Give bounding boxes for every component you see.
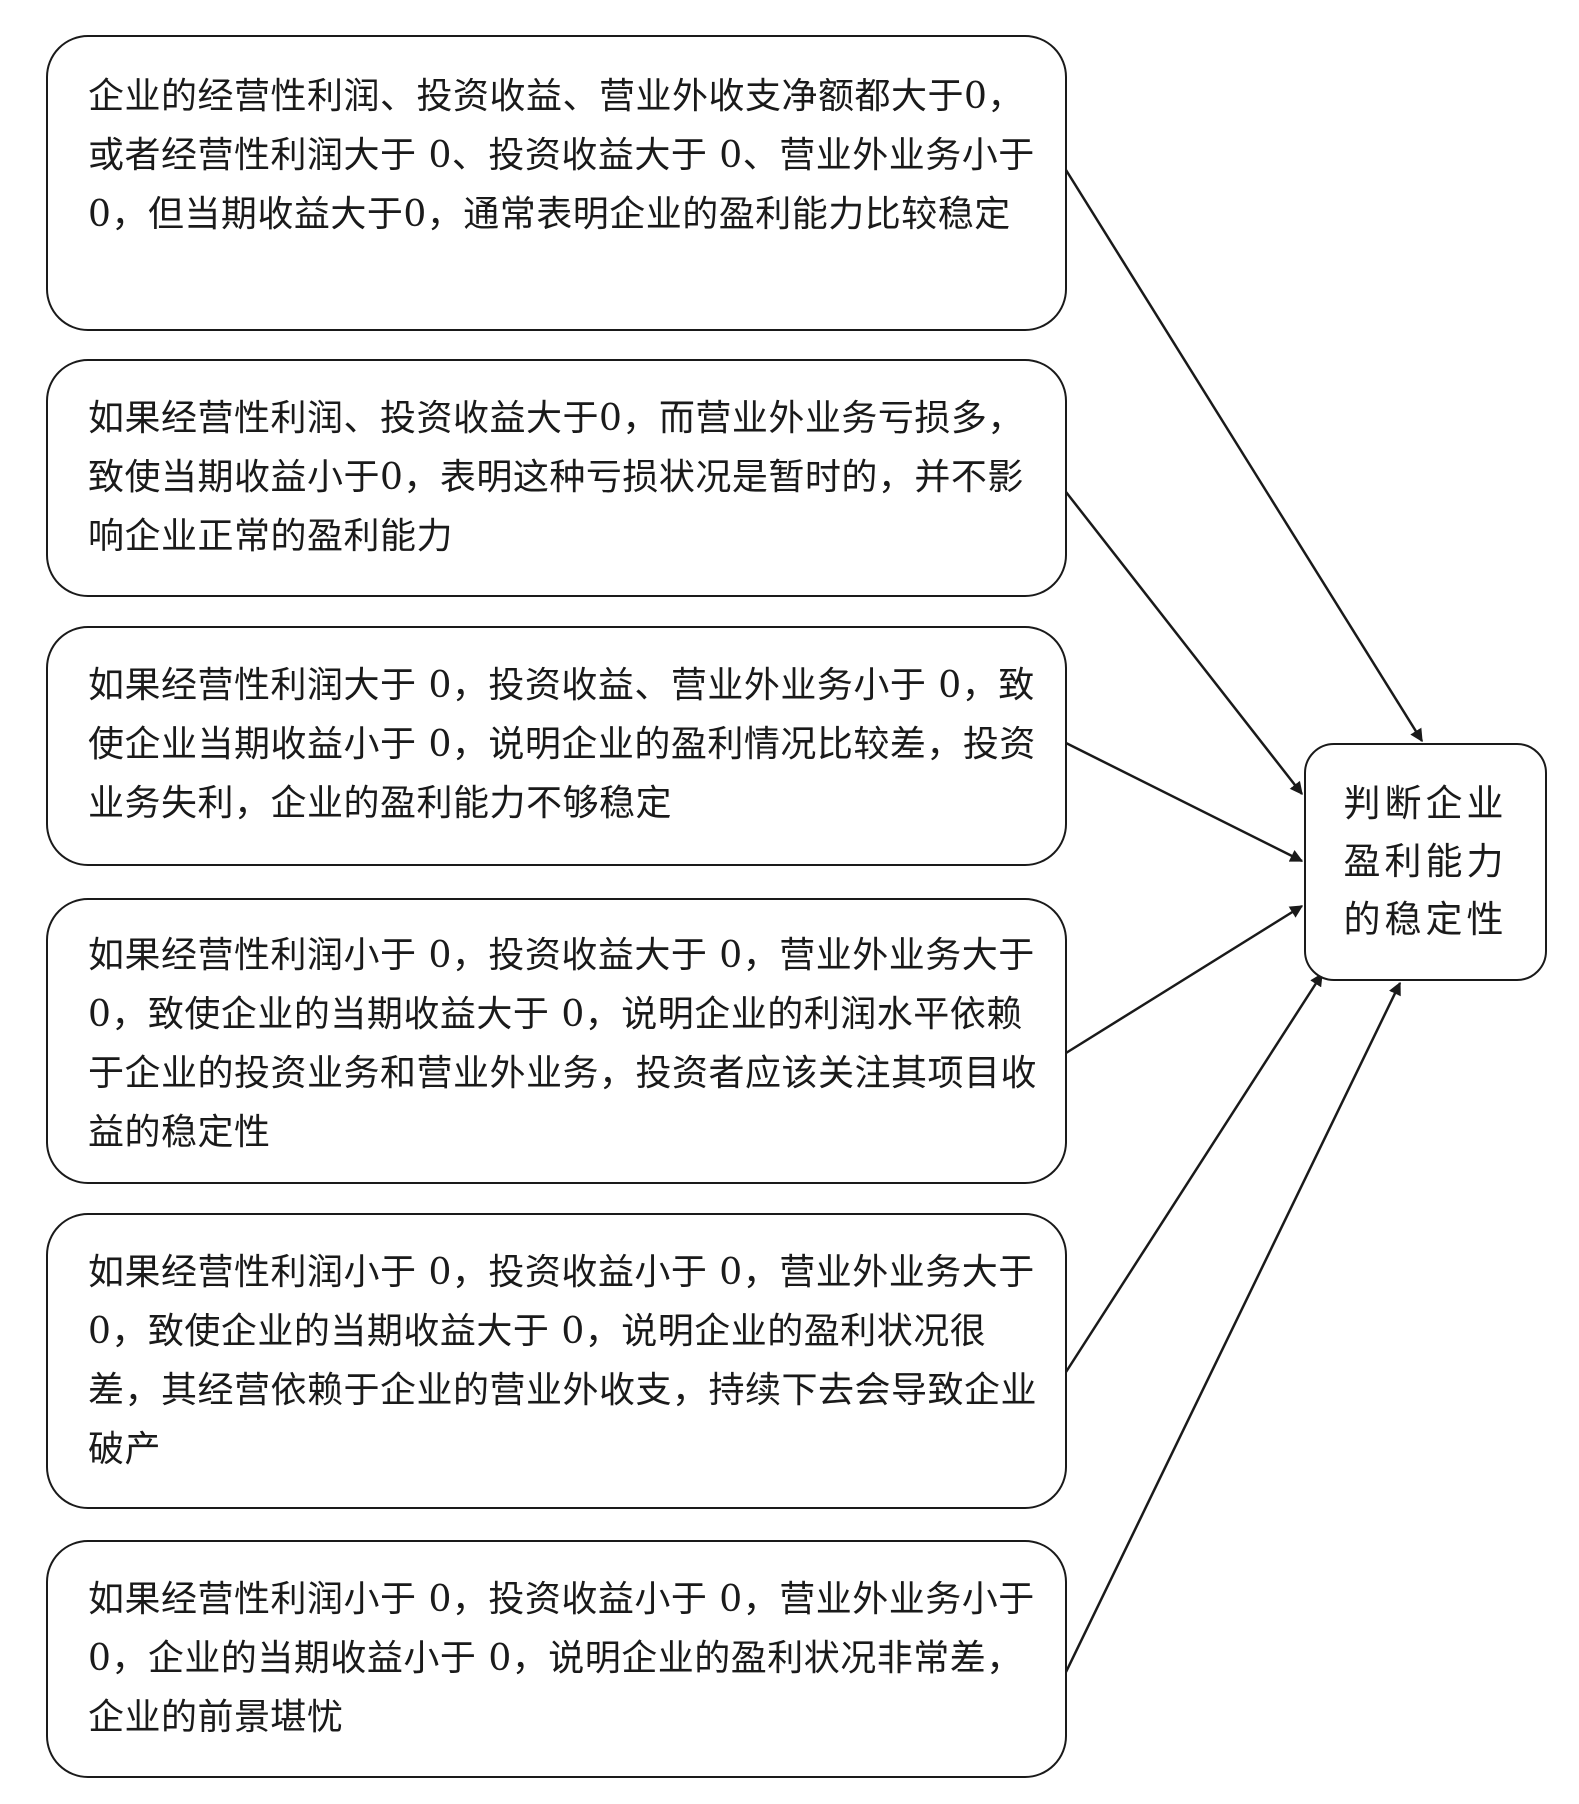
arrow-4 xyxy=(1065,904,1304,1055)
condition-text-4: 如果经营性利润小于 0，投资收益大于 0，营业外业务大于 0，致使企业的当期收益… xyxy=(88,935,1038,1153)
target-text: 判断企业盈利能力的稳定性 xyxy=(1343,782,1508,941)
arrow-1 xyxy=(1064,169,1424,743)
condition-text-6: 如果经营性利润小于 0，投资收益小于 0，营业外业务小于 0，企业的当期收益小于… xyxy=(88,1579,1035,1738)
arrow-5 xyxy=(1064,972,1324,1373)
condition-box-5: 如果经营性利润小于 0，投资收益小于 0，营业外业务大于 0，致使企业的当期收益… xyxy=(46,1213,1067,1509)
arrow-2 xyxy=(1065,491,1303,796)
condition-text-3: 如果经营性利润大于 0，投资收益、营业外业务小于 0，致使企业当期收益小于 0，… xyxy=(88,665,1036,824)
arrow-6 xyxy=(1064,981,1402,1673)
condition-text-2: 如果经营性利润、投资收益大于0，而营业外业务亏损多，致使当期收益小于0，表明这种… xyxy=(88,398,1024,557)
condition-box-4: 如果经营性利润小于 0，投资收益大于 0，营业外业务大于 0，致使企业的当期收益… xyxy=(46,898,1067,1184)
target-box: 判断企业盈利能力的稳定性 xyxy=(1304,743,1547,981)
condition-box-3: 如果经营性利润大于 0，投资收益、营业外业务小于 0，致使企业当期收益小于 0，… xyxy=(46,626,1067,866)
condition-text-1: 企业的经营性利润、投资收益、营业外收支净额都大于0，或者经营性利润大于 0、投资… xyxy=(88,76,1035,235)
condition-box-1: 企业的经营性利润、投资收益、营业外收支净额都大于0，或者经营性利润大于 0、投资… xyxy=(46,35,1067,331)
condition-box-2: 如果经营性利润、投资收益大于0，而营业外业务亏损多，致使当期收益小于0，表明这种… xyxy=(46,359,1067,597)
condition-text-5: 如果经营性利润小于 0，投资收益小于 0，营业外业务大于 0，致使企业的当期收益… xyxy=(88,1252,1038,1470)
arrow-3 xyxy=(1065,741,1304,863)
condition-box-6: 如果经营性利润小于 0，投资收益小于 0，营业外业务小于 0，企业的当期收益小于… xyxy=(46,1540,1067,1778)
